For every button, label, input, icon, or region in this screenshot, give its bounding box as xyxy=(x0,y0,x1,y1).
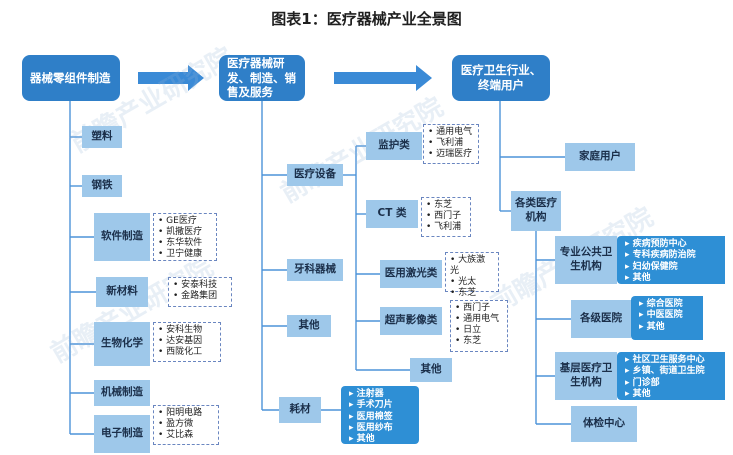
monitor-brand-list: 通用电气飞利浦 迈瑞医疗 xyxy=(423,124,479,164)
category-other: 其他 xyxy=(287,315,331,337)
primary-care-list: 社区卫生服务中心乡镇、街道卫生院 门诊部其他 xyxy=(617,352,725,400)
institution-checkup-center: 体检中心 xyxy=(571,406,637,442)
category-dental: 牙科器械 xyxy=(287,259,343,281)
category-medical-equipment: 医疗设备 xyxy=(287,164,343,186)
downstream-header: 医疗卫生行业、终端用户 xyxy=(452,55,550,101)
ct-brand-list: 东芝西门子 飞利浦 xyxy=(421,197,471,237)
institution-primary-care: 基层医疗卫生机构 xyxy=(555,352,617,400)
institution-public-health: 专业公共卫生机构 xyxy=(555,236,617,284)
home-users: 家庭用户 xyxy=(565,143,635,171)
software-brand-list: GE医疗凯撒医疗 东华软件卫宁健康 xyxy=(153,213,217,261)
ultrasound-brand-list: 西门子通用电气 日立东芝 xyxy=(450,300,508,352)
electronics-brand-list: 阳明电路盈方微 艾比森 xyxy=(153,405,219,445)
upstream-item-plastic: 塑料 xyxy=(82,126,122,148)
upstream-item-steel: 钢铁 xyxy=(82,175,122,197)
device-monitor: 监护类 xyxy=(366,132,422,160)
device-ultrasound: 超声影像类 xyxy=(380,307,442,335)
page-title: 图表1：医疗器械产业全景图 xyxy=(271,10,462,28)
biochem-brand-list: 安科生物达安基因 西陇化工 xyxy=(153,322,221,362)
upstream-header: 器械零组件制造 xyxy=(22,55,120,101)
category-consumables: 耗材 xyxy=(279,397,321,423)
upstream-item-software: 软件制造 xyxy=(94,213,150,261)
upstream-item-new-material: 新材料 xyxy=(96,277,148,307)
new-material-brand-list: 安泰科技金路集团 xyxy=(168,277,232,307)
device-ct: CT 类 xyxy=(366,200,418,228)
upstream-item-biochem: 生物化学 xyxy=(94,322,150,366)
laser-brand-list: 大族激光光太 东芝 xyxy=(445,252,499,298)
hospitals-list: 综合医院中医医院 其他 xyxy=(631,296,703,340)
flow-arrow-icon xyxy=(138,65,204,91)
midstream-header: 医疗器械研发、制造、销售及服务 xyxy=(219,55,305,101)
upstream-item-machinery: 机械制造 xyxy=(94,380,150,406)
flow-arrow-icon xyxy=(334,65,432,91)
institution-hospitals: 各级医院 xyxy=(571,300,631,338)
public-health-list: 疾病预防中心专科疾病防治院 妇幼保健院其他 xyxy=(617,236,725,284)
device-other: 其他 xyxy=(410,358,452,382)
medical-institutions: 各类医疗机构 xyxy=(511,191,561,231)
consumables-list: 注射器手术刀片 医用棉签医用纱布 其他 xyxy=(341,386,419,444)
upstream-item-electronics: 电子制造 xyxy=(94,415,150,453)
device-laser: 医用激光类 xyxy=(380,260,442,288)
